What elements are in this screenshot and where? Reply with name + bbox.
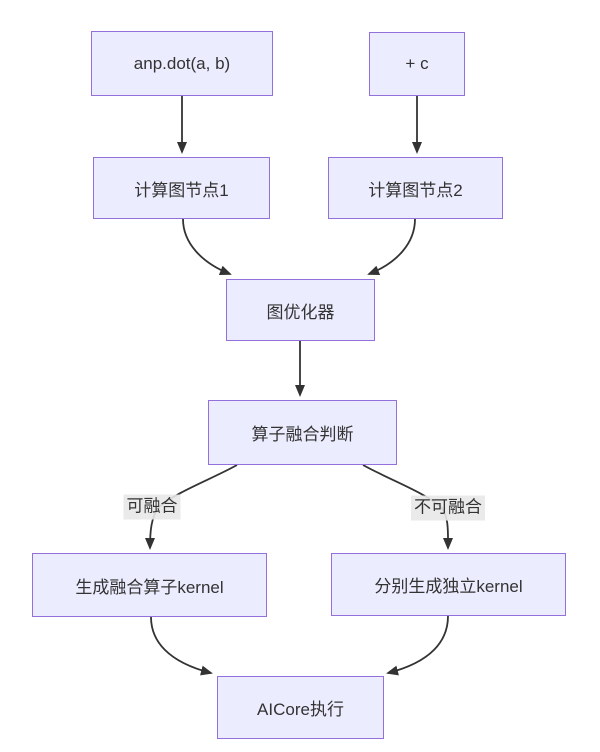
node-anp-dot: anp.dot(a, b): [91, 31, 273, 96]
edge-graphnode2-to-optimizer: [367, 218, 416, 275]
edge-label-fusible: 可融合: [123, 494, 181, 520]
node-graph-node-2: 计算图节点2: [328, 157, 503, 219]
node-graph-optimizer: 图优化器: [226, 279, 375, 341]
edge-fusedkernel-to-aicore: [150, 616, 213, 676]
edge-separatekernel-to-aicore: [386, 615, 449, 676]
edge-label-non-fusible: 不可融合: [411, 495, 485, 521]
node-fusion-judgment: 算子融合判断: [208, 400, 397, 465]
node-graph-node-1: 计算图节点1: [93, 157, 270, 219]
node-aicore-execute: AICore执行: [217, 676, 384, 739]
edge-graphnode1-to-optimizer: [182, 218, 232, 275]
node-generate-fused-kernel: 生成融合算子kernel: [32, 553, 267, 617]
node-generate-separate-kernels: 分别生成独立kernel: [331, 553, 566, 616]
node-plus-c: + c: [369, 32, 465, 96]
